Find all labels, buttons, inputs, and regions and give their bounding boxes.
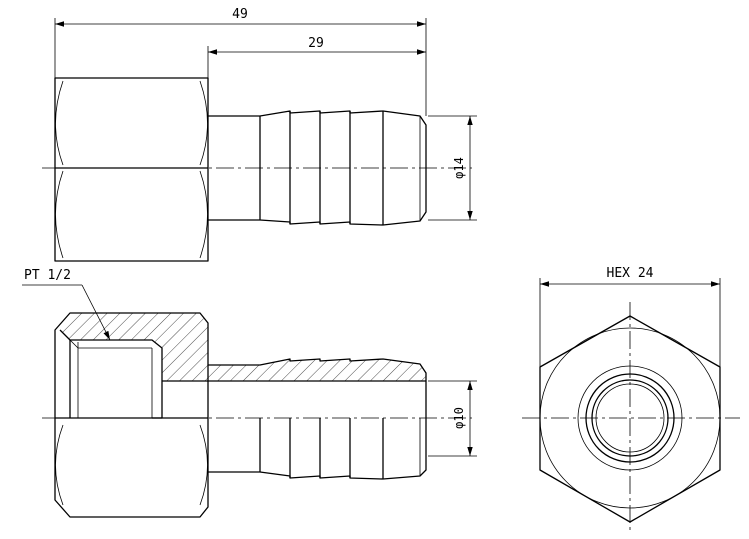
- dim-hex-label: HEX 24: [607, 266, 654, 281]
- thread-label: PT 1/2: [24, 268, 71, 283]
- section-hatch-nut: [60, 313, 208, 365]
- section-barb-outline-upper: [208, 358, 427, 480]
- top-view: [42, 77, 472, 262]
- dim-phi10-label: φ10: [452, 407, 466, 429]
- section-thread-bore: [59, 329, 163, 419]
- top-barb-outline: [208, 110, 427, 226]
- end-view: HEX 24: [522, 266, 740, 534]
- top-hex-body: [54, 77, 209, 262]
- top-dimensions: 49 29 φ14: [54, 7, 477, 221]
- section-hatch-barb: [162, 359, 426, 381]
- section-nut-outline: [54, 312, 209, 518]
- dim-phi14-label: φ14: [452, 157, 466, 179]
- section-view: PT 1/2 φ10: [22, 268, 477, 518]
- dim-49-label: 49: [232, 7, 248, 22]
- dim-29-label: 29: [308, 36, 324, 51]
